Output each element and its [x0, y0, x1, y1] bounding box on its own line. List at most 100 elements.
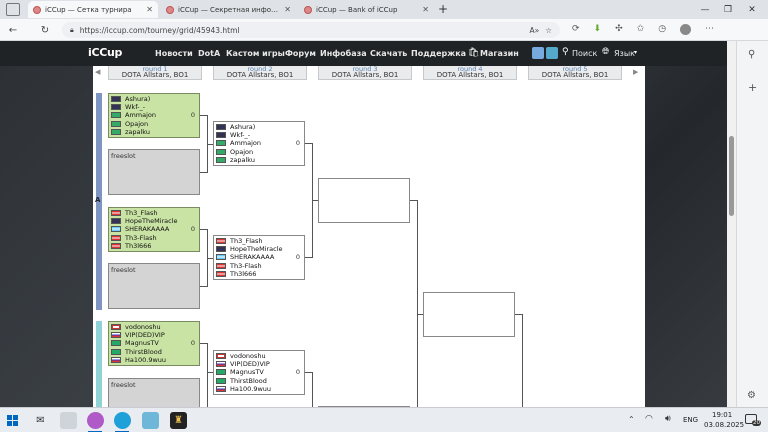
- tray-chevron-icon[interactable]: ⌃: [628, 415, 635, 424]
- sidebar-settings-icon[interactable]: ⚙: [747, 390, 756, 401]
- site-logo[interactable]: iCCup: [88, 46, 123, 59]
- iccup-favicon-icon: [33, 5, 41, 14]
- scroll-left-icon[interactable]: ◀: [95, 68, 101, 76]
- volume-icon[interactable]: 🔊︎: [665, 414, 671, 424]
- nav-shop[interactable]: Магазин: [480, 49, 519, 58]
- tab-1[interactable]: iCCup — Сетка турнира ✕: [28, 1, 158, 18]
- connector: [207, 144, 213, 145]
- messages-icon[interactable]: [532, 47, 544, 59]
- game-icon[interactable]: ♜: [170, 412, 187, 429]
- nav-download[interactable]: Скачать: [370, 49, 408, 58]
- connector: [200, 229, 207, 230]
- explorer-icon[interactable]: [142, 412, 159, 429]
- player-row: Th3-Flash: [109, 234, 199, 242]
- flag-icon: [111, 356, 121, 363]
- close-icon[interactable]: ✕: [284, 5, 291, 14]
- minimize-icon[interactable]: —: [700, 4, 710, 15]
- player-row: Ammajon 0: [214, 139, 304, 147]
- edge-icon[interactable]: [114, 412, 131, 429]
- close-icon[interactable]: ✕: [422, 5, 429, 14]
- connector: [200, 115, 207, 116]
- match-box-r3-2[interactable]: [318, 406, 410, 407]
- chevron-down-icon: ▾: [634, 49, 638, 56]
- clock-time[interactable]: 19:01: [712, 411, 733, 419]
- clock-date[interactable]: 03.08.2025: [704, 421, 745, 429]
- player-row: Ha100.9wuu: [109, 356, 199, 364]
- start-icon[interactable]: [4, 412, 21, 429]
- window-close-icon[interactable]: ✕: [748, 4, 756, 15]
- match-score: 0: [295, 253, 300, 262]
- search-link[interactable]: Поиск: [572, 49, 598, 58]
- player-name: SHERAKAAAA: [125, 225, 170, 234]
- files-icon[interactable]: [60, 412, 77, 429]
- search-icon[interactable]: ⚲: [562, 47, 569, 57]
- back-arrow-icon[interactable]: ←: [8, 24, 18, 36]
- flag-icon: [111, 218, 121, 225]
- mail-icon[interactable]: ✉: [36, 415, 45, 426]
- page-scrollbar[interactable]: [727, 41, 736, 407]
- puzzle-icon[interactable]: ✣: [615, 24, 623, 34]
- search-icon[interactable]: ⚲: [748, 49, 756, 60]
- language-select[interactable]: Язык: [614, 49, 635, 58]
- player-row: vodonoshu: [109, 323, 199, 331]
- nav-news[interactable]: Новости: [155, 49, 193, 58]
- messenger-icon[interactable]: [87, 412, 104, 429]
- nav-support[interactable]: Поддержка: [411, 49, 467, 58]
- player-name: MagnusTV: [230, 368, 264, 377]
- history-icon[interactable]: ◷: [658, 24, 667, 34]
- favorites-icon[interactable]: ✩: [636, 24, 645, 34]
- team-box-6[interactable]: freeslot: [108, 378, 200, 407]
- windows-taskbar: ✉ ♜ ⌃ ◠ 🔊︎ ENG 19:01 03.08.2025 20: [0, 407, 768, 432]
- nav-dota[interactable]: DotA: [198, 49, 221, 58]
- profile-avatar[interactable]: [680, 24, 692, 35]
- input-language[interactable]: ENG: [683, 416, 699, 424]
- player-row: ThirstBlood: [214, 377, 304, 385]
- player-name: Ammajon: [230, 139, 261, 148]
- team-box-2[interactable]: freeslot: [108, 149, 200, 195]
- favorite-star-icon[interactable]: ☆: [545, 25, 552, 35]
- read-aloud-icon[interactable]: A»: [529, 25, 540, 35]
- user-icon[interactable]: [546, 47, 558, 59]
- restore-icon[interactable]: ❐: [723, 4, 733, 15]
- player-row: Ashura): [109, 95, 199, 103]
- extension-icons[interactable]: ⟳ ⬇ ✣ ✩ ◷ ⋯: [572, 24, 714, 35]
- more-menu-icon[interactable]: ⋯: [705, 24, 715, 34]
- match-box-r4-1[interactable]: [423, 292, 515, 337]
- refresh-ext-icon[interactable]: ⟳: [572, 24, 580, 34]
- player-name: Opajon: [230, 147, 254, 156]
- scrollbar-thumb[interactable]: [729, 136, 734, 216]
- tab-2[interactable]: iCCup — Секретная информация ✕: [161, 1, 296, 18]
- new-tab-icon[interactable]: +: [438, 2, 449, 16]
- add-icon[interactable]: +: [748, 81, 758, 94]
- match-box-r3-1[interactable]: [318, 178, 410, 223]
- free-slot: freeslot: [111, 381, 136, 389]
- connector: [207, 258, 213, 259]
- nav-forum[interactable]: Форум: [285, 49, 316, 58]
- scroll-right-icon[interactable]: ▶: [633, 68, 639, 76]
- nav-infobase[interactable]: Инфобаза: [320, 49, 367, 58]
- url-field[interactable]: 🔒︎ https://iccup.com/tourney/grid/45943.…: [62, 22, 560, 38]
- close-icon[interactable]: ✕: [146, 5, 153, 14]
- wifi-icon[interactable]: ◠: [645, 414, 653, 424]
- team-box-4[interactable]: freeslot: [108, 263, 200, 309]
- page-viewport: iCCup Новости DotA Кастом игры Форум Инф…: [0, 41, 736, 407]
- nav-custom-games[interactable]: Кастом игры: [226, 49, 285, 58]
- notification-icon[interactable]: [745, 414, 757, 424]
- player-name: Opajon: [125, 119, 149, 128]
- browser-menu-icon[interactable]: [6, 3, 20, 16]
- connector: [200, 286, 207, 287]
- match-score: 0: [295, 139, 300, 148]
- free-slot: freeslot: [111, 152, 136, 160]
- team-score: 0: [190, 339, 195, 348]
- tab-3[interactable]: iCCup — Bank of iCCup ✕: [299, 1, 434, 18]
- reload-icon[interactable]: ↻: [40, 24, 50, 36]
- flag-icon: [111, 210, 121, 217]
- download-ext-icon[interactable]: ⬇: [593, 24, 602, 34]
- player-row: Th3l666: [109, 242, 199, 250]
